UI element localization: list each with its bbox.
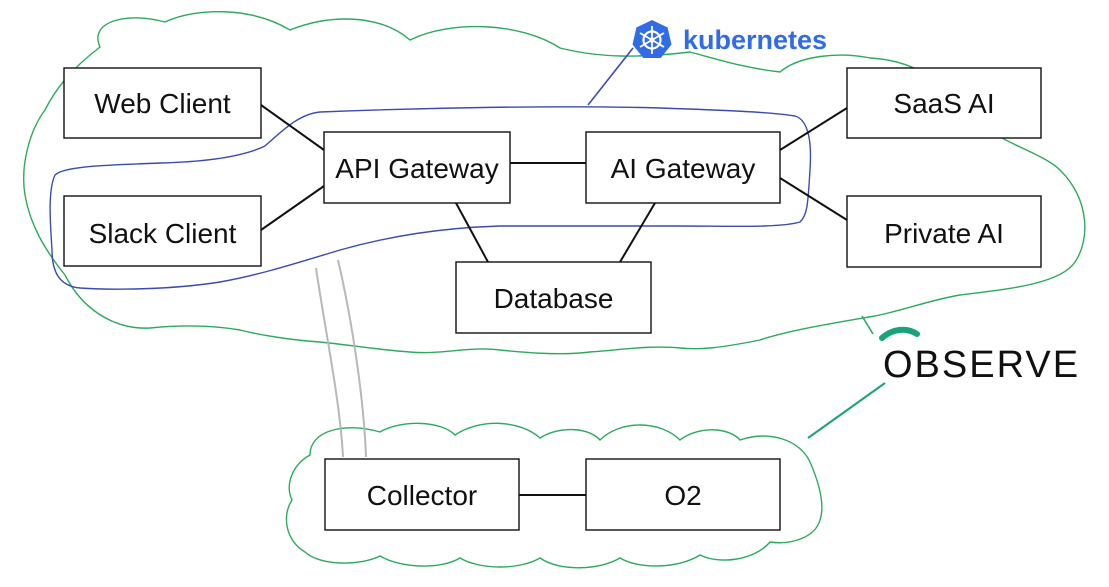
helm-wheel-icon bbox=[632, 20, 672, 58]
edge-aigateway-database bbox=[619, 202, 656, 263]
node-saas-ai-label: SaaS AI bbox=[893, 88, 994, 119]
observe-logo: OBSERVE bbox=[879, 326, 1080, 386]
collector-cloud-boundary bbox=[285, 422, 823, 569]
node-database-label: Database bbox=[494, 283, 614, 314]
edge-aigateway-saasai bbox=[779, 107, 848, 151]
node-slack-client: Slack Client bbox=[63, 195, 262, 267]
node-collector: Collector bbox=[324, 458, 520, 531]
node-o2: O2 bbox=[585, 458, 781, 531]
observe-arc-icon bbox=[879, 326, 920, 341]
edge-apigateway-database bbox=[455, 202, 489, 263]
node-database: Database bbox=[455, 261, 652, 334]
node-api-gateway-label: API Gateway bbox=[335, 153, 498, 184]
node-web-client: Web Client bbox=[63, 67, 262, 139]
kubernetes-pointer-line bbox=[587, 47, 634, 106]
node-private-ai-label: Private AI bbox=[884, 218, 1004, 249]
telemetry-line-left bbox=[315, 267, 344, 458]
kubernetes-logo: kubernetes bbox=[632, 20, 827, 58]
edge-webclient-apigateway bbox=[260, 104, 325, 151]
observe-pointer-line-top bbox=[861, 315, 874, 335]
node-web-client-label: Web Client bbox=[94, 88, 231, 119]
telemetry-line-right bbox=[337, 259, 367, 458]
node-ai-gateway: AI Gateway bbox=[585, 131, 781, 204]
kubernetes-cluster-boundary bbox=[49, 106, 812, 290]
main-cloud-boundary bbox=[23, 11, 1086, 355]
kubernetes-wordmark: kubernetes bbox=[683, 25, 827, 55]
node-api-gateway: API Gateway bbox=[323, 131, 511, 204]
edge-slackclient-apigateway bbox=[260, 185, 325, 231]
node-collector-label: Collector bbox=[367, 480, 477, 511]
node-ai-gateway-label: AI Gateway bbox=[611, 153, 756, 184]
node-o2-label: O2 bbox=[664, 480, 701, 511]
node-slack-client-label: Slack Client bbox=[89, 218, 237, 249]
edge-aigateway-privateai bbox=[779, 177, 848, 221]
observe-wordmark: OBSERVE bbox=[883, 344, 1080, 386]
observe-pointer-line-bottom bbox=[807, 382, 886, 439]
node-saas-ai: SaaS AI bbox=[846, 67, 1042, 139]
node-private-ai: Private AI bbox=[846, 195, 1042, 268]
